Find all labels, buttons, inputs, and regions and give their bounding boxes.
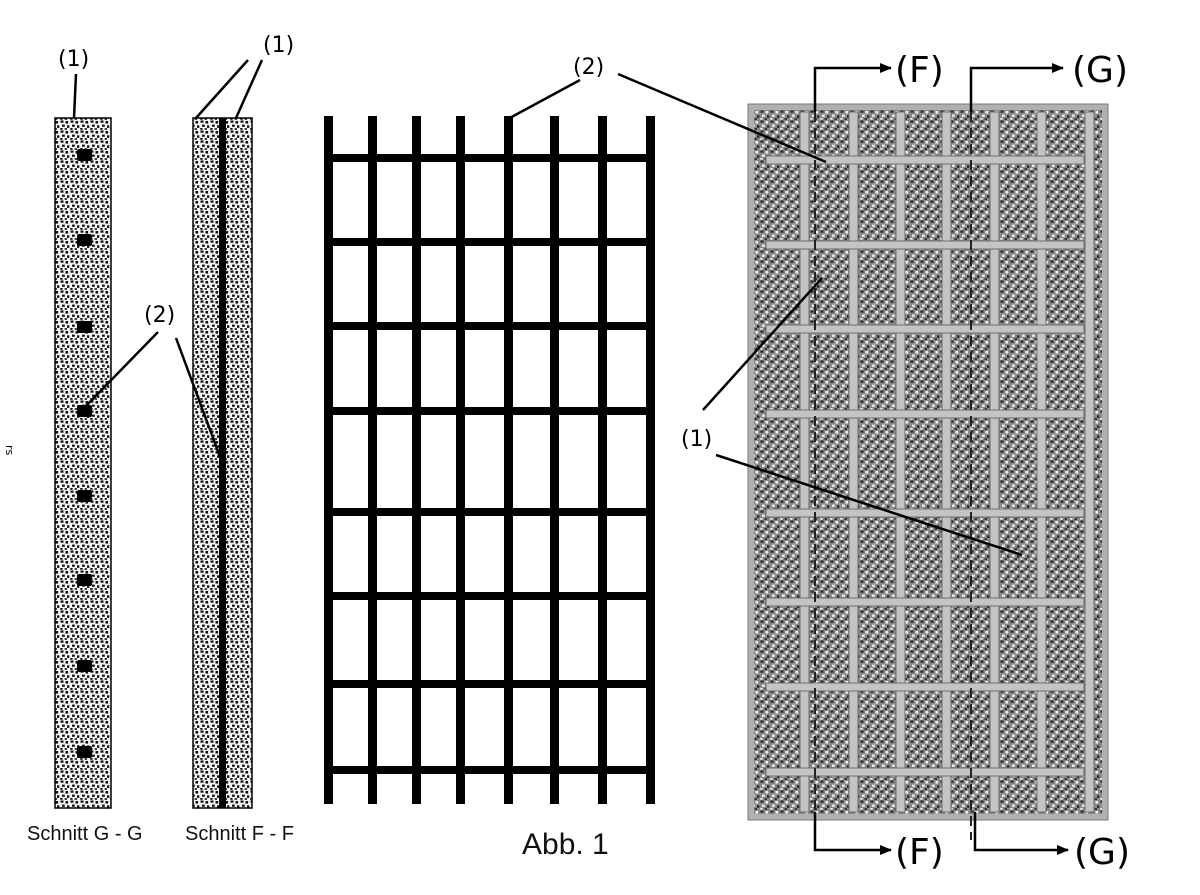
section-f-bottom-label: (F)	[895, 832, 944, 873]
rebar-dot	[77, 234, 92, 246]
sections-label-2: (2)	[144, 303, 175, 328]
panel-vertical-bar	[1085, 112, 1094, 812]
panel-vertical-bar	[849, 112, 858, 812]
section-f-label-1: (1)	[263, 33, 294, 58]
panel-vertical-bar	[990, 112, 999, 812]
mesh-vertical-bar	[598, 116, 607, 804]
section-f-top-label: (F)	[895, 50, 944, 91]
panel-horizontal-bar	[766, 768, 1084, 776]
mesh-vertical-bar	[324, 116, 333, 804]
rebar-dot	[77, 149, 92, 161]
panel-horizontal-bar	[766, 241, 1084, 249]
panel-horizontal-bar	[766, 410, 1084, 418]
composite-panel	[748, 80, 1108, 840]
panel-horizontal-bar	[766, 325, 1084, 333]
mesh-vertical-bar	[456, 116, 465, 804]
mesh-vertical-bar	[368, 116, 377, 804]
panel-horizontal-bar	[766, 598, 1084, 606]
mesh-vertical-bar	[504, 116, 513, 804]
rebar-dot	[77, 321, 92, 333]
mesh-vertical-bar	[550, 116, 559, 804]
section-g-concrete	[55, 118, 111, 808]
mesh-vertical-bar	[646, 116, 655, 804]
caption-section-g: Schnitt G - G	[27, 823, 143, 845]
panel-horizontal-bar	[766, 683, 1084, 691]
mesh-vertical-bar	[412, 116, 421, 804]
section-g-bottom-label: (G)	[1074, 832, 1130, 873]
section-g-label-1: (1)	[58, 47, 89, 72]
panel-vertical-bar	[896, 112, 905, 812]
rebar-dot	[77, 746, 92, 758]
mesh-label-2: (2)	[573, 55, 604, 80]
section-g-top-label: (G)	[1072, 50, 1128, 91]
section-g-leader-1	[74, 74, 76, 118]
section-g-g: (1)	[55, 47, 111, 808]
section-f-rebar	[219, 118, 226, 808]
figure-title: Abb. 1	[522, 828, 609, 861]
caption-section-f: Schnitt F - F	[185, 823, 294, 845]
rebar-dot	[77, 574, 92, 586]
panel-vertical-bar	[1037, 112, 1046, 812]
panel-horizontal-bar	[766, 509, 1084, 517]
reinforcement-mesh	[324, 116, 655, 804]
mesh-leader-2	[506, 80, 580, 120]
panel-vertical-bar	[800, 112, 809, 812]
panel-label-1: (1)	[681, 427, 712, 452]
rebar-dot	[77, 660, 92, 672]
panel-vertical-bar	[942, 112, 951, 812]
rebar-dot	[77, 490, 92, 502]
section-f-f: (1)	[193, 33, 294, 808]
margin-mark: rs	[3, 445, 16, 456]
